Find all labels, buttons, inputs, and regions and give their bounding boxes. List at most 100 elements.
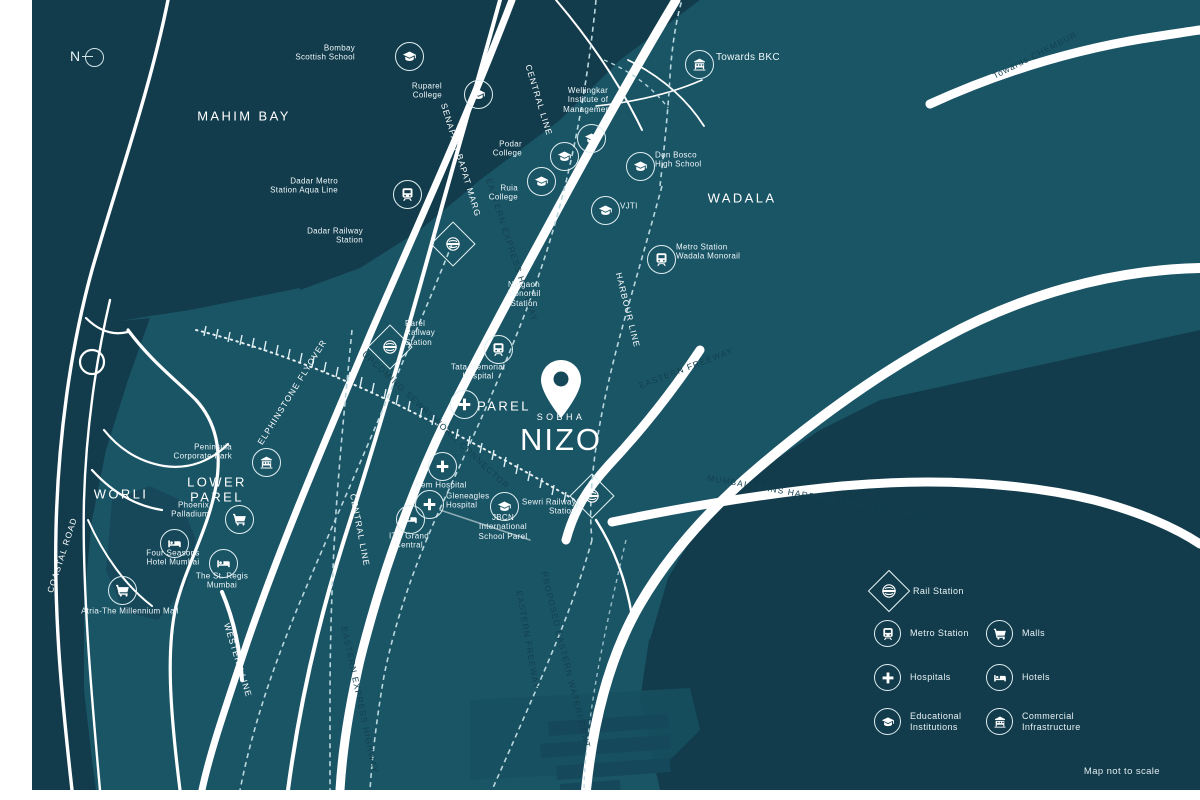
education-icon (598, 203, 613, 218)
poi-label: VJTI (620, 201, 638, 211)
poi-label: Towards BKC (716, 52, 780, 64)
poi-label: Four Seasons Hotel Mumbai (146, 548, 200, 567)
mall-icon (115, 583, 130, 598)
legend-item: Malls (986, 620, 1045, 647)
poi-marker[interactable] (489, 491, 519, 521)
poi-marker[interactable] (569, 473, 615, 519)
poi-marker[interactable] (367, 324, 413, 370)
poi-marker[interactable] (430, 221, 476, 267)
poi-marker[interactable] (576, 123, 606, 153)
hotel-icon (993, 671, 1007, 685)
poi-marker[interactable] (208, 548, 238, 578)
hotel-icon (403, 512, 418, 527)
education-icon (534, 174, 549, 189)
education-icon (633, 159, 648, 174)
poi-marker[interactable] (251, 447, 281, 477)
legend-label: Rail Station (913, 585, 964, 596)
poi-label: Podar College (492, 139, 522, 158)
education-icon (881, 715, 895, 729)
poi-marker[interactable] (483, 334, 513, 364)
poi-label: Sewri Railway Station (521, 497, 576, 516)
legend-item: Commercial Infrastructure (986, 708, 1081, 735)
poi-label: Parel Railway Station (405, 318, 436, 347)
poi-label: The St. Regis Mumbai (195, 571, 249, 590)
hospital-icon (422, 497, 437, 512)
poi-marker[interactable] (392, 179, 422, 209)
poi-marker[interactable] (684, 49, 714, 79)
poi-label: ITC Grand Central (388, 531, 430, 550)
poi-label: Tata Memorial Hospital (450, 362, 506, 381)
harbour-water (654, 344, 1200, 790)
poi-label: Ruparel College (411, 81, 442, 100)
mall-icon (232, 512, 247, 527)
education-icon (402, 49, 417, 64)
metro-icon (491, 342, 506, 357)
legend-item: Metro Station (874, 620, 969, 647)
poi-label: Naigaon Monorail Station (507, 279, 541, 308)
legend-item: Rail Station (867, 569, 964, 613)
commercial-icon (993, 715, 1007, 729)
poi-label: JBCN International School Parel (478, 512, 528, 541)
worli-shoreline (60, 288, 300, 790)
poi-marker[interactable] (224, 504, 254, 534)
legend-label: Educational Institutions (910, 710, 962, 732)
mall-icon (993, 627, 1007, 641)
sewri-east-land (604, 322, 900, 640)
rail-icon (445, 236, 461, 252)
poi-marker[interactable] (590, 195, 620, 225)
poi-label: Peninsula Corporate Park (173, 442, 232, 461)
poi-label: Bombay Scottish School (295, 43, 355, 62)
poi-marker[interactable] (463, 79, 493, 109)
poi-marker[interactable] (107, 575, 137, 605)
poi-marker[interactable] (159, 528, 189, 558)
poi-marker[interactable] (646, 244, 676, 274)
legend-item: Hospitals (874, 664, 951, 691)
legend-label: Commercial Infrastructure (1022, 710, 1081, 732)
legend-label: Malls (1022, 628, 1046, 639)
poi-label: Gleneagles Hospital (446, 491, 490, 510)
poi-marker[interactable] (526, 166, 556, 196)
poi-label: Dadar Railway Station (307, 226, 363, 245)
poi-label: Dadar Metro Station Aqua Line (270, 176, 338, 195)
mahim-bay-water (32, 0, 690, 336)
poi-label: Phoenix Palladium (171, 500, 209, 519)
compass-north: N (70, 48, 105, 67)
poi-marker[interactable] (414, 489, 444, 519)
compass-label: N (70, 48, 82, 65)
poi-marker[interactable] (625, 151, 655, 181)
hospital-icon (435, 459, 450, 474)
poi-marker[interactable] (395, 504, 425, 534)
education-icon (557, 149, 572, 164)
education-icon (584, 131, 599, 146)
hotel-icon (167, 536, 182, 551)
poi-marker[interactable] (549, 141, 579, 171)
connector-hatching (203, 325, 579, 510)
education-icon (471, 87, 486, 102)
poi-label: Wellingkar Institute of Management (563, 85, 613, 114)
metro-icon (654, 252, 669, 267)
poi-marker[interactable] (449, 389, 479, 419)
poi-marker[interactable] (427, 451, 457, 481)
commercial-icon (259, 455, 274, 470)
metro-icon (881, 627, 895, 641)
hospital-icon (881, 671, 895, 685)
poi-label: Metro Station Wadala Monorail (676, 242, 741, 261)
compass-ring-icon (82, 48, 105, 67)
education-icon (497, 499, 512, 514)
legend-label: Hospitals (910, 672, 951, 683)
rail-icon (584, 488, 600, 504)
poi-label: Don Bosco High School (655, 150, 702, 169)
metro-icon (400, 187, 415, 202)
legend-item: Hotels (986, 664, 1050, 691)
brand-nizo: NIZO (519, 422, 603, 457)
rail-icon (382, 339, 398, 355)
poi-marker[interactable] (394, 41, 424, 71)
hospital-icon (457, 397, 472, 412)
legend-label: Hotels (1022, 672, 1050, 683)
map-scale-note: Map not to scale (1083, 766, 1160, 777)
poi-label: Kem Hospital (415, 480, 467, 490)
hotel-icon (216, 556, 231, 571)
